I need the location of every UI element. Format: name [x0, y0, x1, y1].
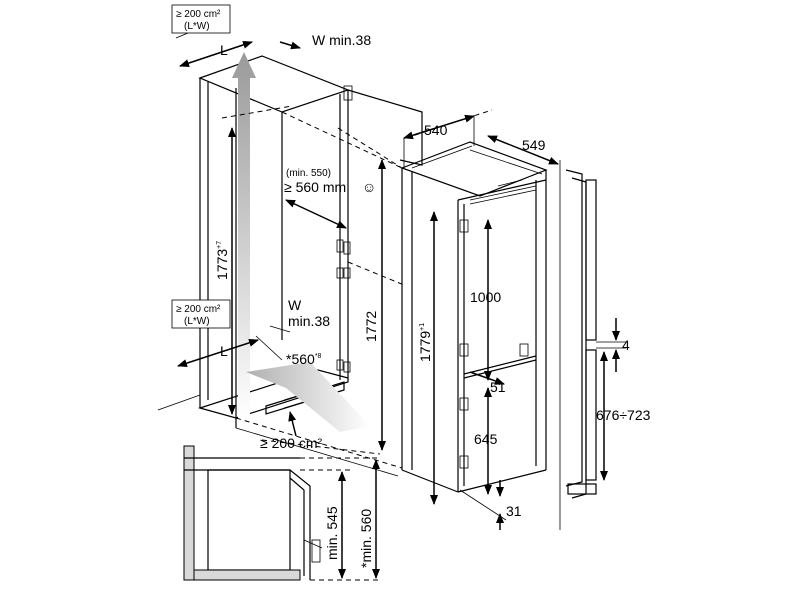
hinge-icon — [459, 397, 469, 411]
hinge-icon — [519, 343, 529, 357]
hinge-icon — [459, 219, 469, 233]
vent-mid-dims: (L*W) — [184, 316, 210, 327]
gap-label: 51 — [490, 379, 506, 395]
hinge-icon — [343, 361, 351, 373]
vent-mid-w-label: W — [288, 297, 302, 313]
hinge-icon — [336, 239, 344, 253]
vent-bottom-pointer — [288, 411, 297, 437]
door-side-profile — [559, 160, 626, 530]
niche-top — [198, 55, 350, 113]
appliance-width-dimension — [403, 114, 475, 140]
vent-top-w-label: W min.38 — [312, 32, 371, 48]
section-depth-label: min. 545 — [324, 506, 340, 560]
niche-depth: ≥ 560 mm — [284, 179, 346, 195]
vent-top-length-dimension — [179, 41, 253, 67]
vent-top-label-box — [171, 4, 231, 34]
bottom-pointer — [459, 489, 507, 521]
section-depth-alt-label: *min. 560 — [358, 509, 374, 568]
freezer-door-label: 645 — [474, 431, 498, 447]
appliance-body — [400, 141, 548, 493]
appliance-height-label: 1779+1 — [417, 323, 433, 362]
hinge-icon — [336, 267, 344, 279]
plinth-depth-label: *560*8 — [286, 351, 322, 367]
appliance-depth-label: 549 — [522, 137, 546, 153]
niche-height-label: 1773+7 — [214, 241, 230, 280]
appliance-width-label: 540 — [424, 122, 448, 138]
fridge-door-label: 1000 — [470, 289, 501, 305]
niche-depth-dimension — [285, 199, 347, 229]
vent-mid-pointer — [269, 325, 291, 333]
vent-top-area: ≥ 200 cm² — [176, 9, 221, 20]
vent-mid-l-label: L — [220, 343, 228, 359]
vent-mid-length-dimension — [177, 338, 259, 368]
appliance-depth-dimension — [487, 135, 559, 165]
hinge-icon — [343, 85, 353, 101]
vent-top-l-label: L — [220, 42, 228, 58]
niche-full-height-label: 1772 — [363, 311, 379, 342]
vent-mid-w-value: min.38 — [288, 313, 330, 329]
bottom-gap-label: 31 — [506, 503, 522, 519]
cabinet-cross-section — [183, 445, 380, 581]
vent-bottom-area: ≥ 200 cm² — [260, 435, 322, 451]
smiley-icon: ☺ — [362, 179, 376, 195]
hinge-icon — [336, 359, 344, 371]
airflow-in-arrow — [246, 362, 370, 432]
hinge-icon — [343, 267, 351, 279]
door-range-label: 676÷723 — [596, 407, 651, 423]
airflow-up-arrow — [232, 52, 256, 420]
vent-mid-label-box — [171, 299, 231, 329]
door-offset-label: 4 — [622, 337, 630, 353]
hinge-icon — [459, 343, 469, 357]
hinge-icon — [343, 241, 351, 255]
vent-top-dims: (L*W) — [184, 21, 210, 32]
vent-mid-area: ≥ 200 cm² — [176, 304, 221, 315]
gap-dimension — [469, 371, 505, 385]
niche-depth-min: (min. 550) — [286, 168, 331, 179]
hinge-icon — [459, 455, 469, 469]
vent-top-width-dimension — [279, 41, 301, 50]
